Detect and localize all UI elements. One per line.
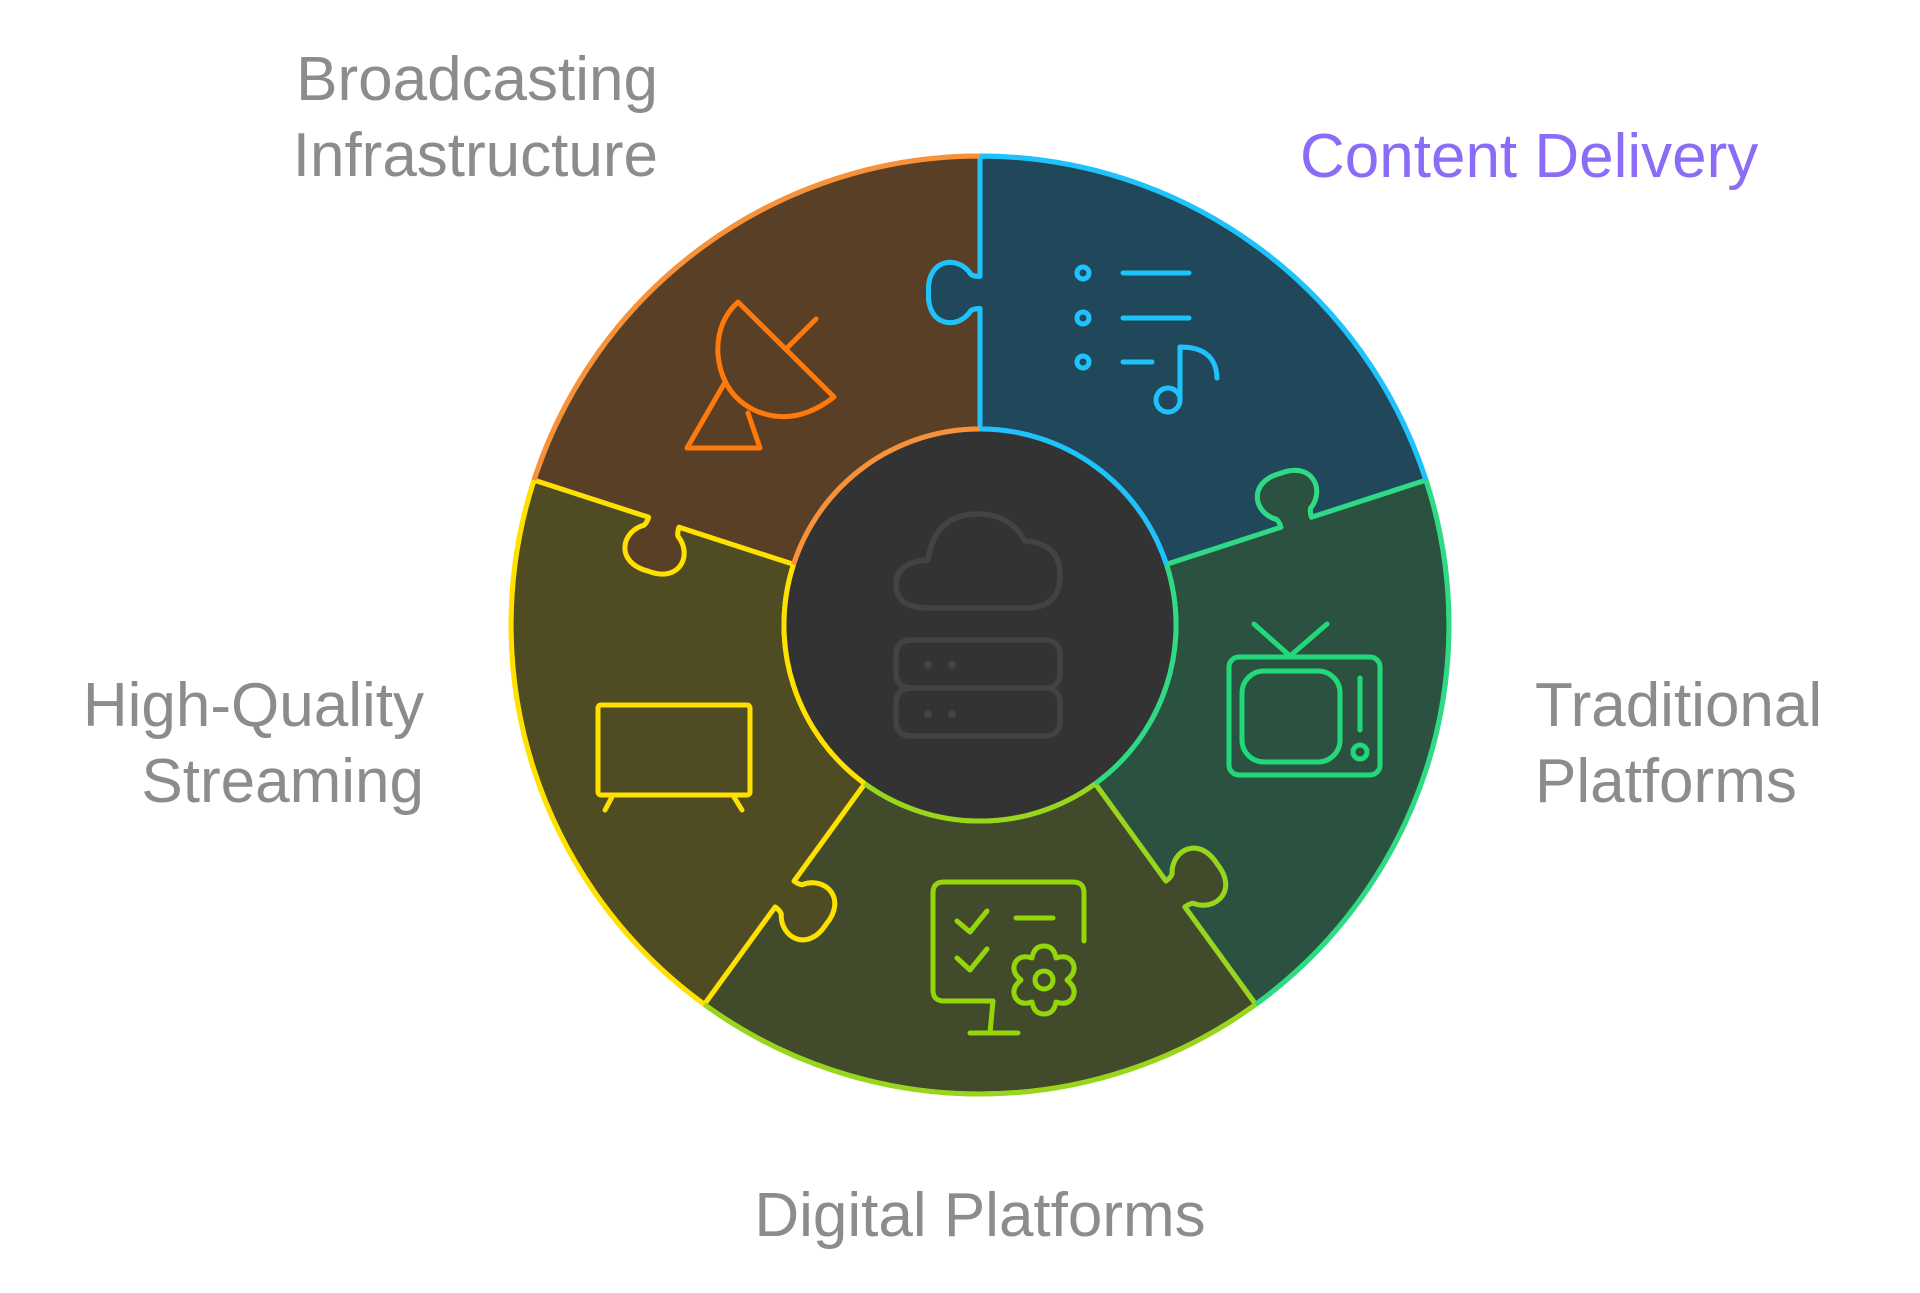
label-line: High-Quality xyxy=(82,671,424,740)
cloud-shape xyxy=(893,511,1063,611)
list-bullet xyxy=(1074,353,1092,371)
dish-bowl xyxy=(715,299,837,420)
gear-center xyxy=(1032,968,1056,992)
hub-arc-traditional-platforms xyxy=(1093,563,1179,786)
gear-icon xyxy=(1011,943,1077,1017)
rim-arc-traditional-platforms xyxy=(1254,479,1452,1007)
check-mark xyxy=(954,946,990,973)
monitor-settings-icon xyxy=(930,879,1087,1036)
check-mark xyxy=(954,908,990,935)
tv-body xyxy=(1226,654,1383,778)
server-led xyxy=(948,710,956,718)
retro-tv-icon xyxy=(1226,621,1383,778)
music-note xyxy=(1177,344,1220,403)
label-line: Infrastructure xyxy=(292,121,658,190)
list-bullet xyxy=(1074,264,1092,282)
server-led xyxy=(924,661,932,669)
tv-knob xyxy=(1350,742,1370,762)
cloud-server-icon xyxy=(893,511,1063,739)
hub-arc-broadcasting-infrastructure xyxy=(791,426,981,566)
hub-rim xyxy=(781,426,1179,824)
label-broadcasting-infrastructure: Broadcasting Infrastructure xyxy=(293,42,658,194)
label-high-quality-streaming: High-Quality Streaming xyxy=(83,668,424,820)
list-bullet xyxy=(1074,309,1092,327)
server-led xyxy=(948,661,956,669)
dish-stand xyxy=(684,381,763,451)
music-note-head xyxy=(1153,385,1183,415)
label-line: Streaming xyxy=(141,747,424,816)
monitor-stand xyxy=(967,998,1021,1036)
rim-arc-content-delivery xyxy=(979,153,1429,481)
rim-arc-high-quality-streaming xyxy=(508,479,706,1007)
label-traditional-platforms: Traditional Platforms xyxy=(1535,668,1822,820)
playlist-music-icon xyxy=(1074,264,1220,415)
tv-leg xyxy=(602,794,615,813)
hub-arc-digital-platforms xyxy=(863,781,1097,824)
label-digital-platforms: Digital Platforms xyxy=(680,1178,1280,1254)
puzzle-pieces xyxy=(508,153,1452,1097)
monitor-frame xyxy=(930,879,1087,1004)
label-line: Digital Platforms xyxy=(754,1181,1206,1250)
satellite-dish-icon xyxy=(684,299,837,451)
label-content-delivery: Content Delivery xyxy=(1300,119,1758,195)
hub-arc-content-delivery xyxy=(979,426,1169,566)
server-led xyxy=(924,710,932,718)
rim-arc-digital-platforms xyxy=(702,1002,1258,1097)
hub-arc-high-quality-streaming xyxy=(781,563,867,786)
label-line: Platforms xyxy=(1535,747,1797,816)
tv-screen xyxy=(1239,668,1343,765)
flat-tv-icon xyxy=(595,702,753,813)
label-line: Traditional xyxy=(1535,671,1823,740)
dish-antenna xyxy=(783,316,819,352)
label-line: Broadcasting xyxy=(296,45,658,114)
tv-leg xyxy=(731,794,745,813)
server-unit-bottom xyxy=(893,685,1063,739)
label-line: Content Delivery xyxy=(1300,122,1759,191)
tv-screen xyxy=(595,702,753,798)
rim-arc-broadcasting-infrastructure xyxy=(531,153,981,481)
center-hub xyxy=(784,429,1176,821)
